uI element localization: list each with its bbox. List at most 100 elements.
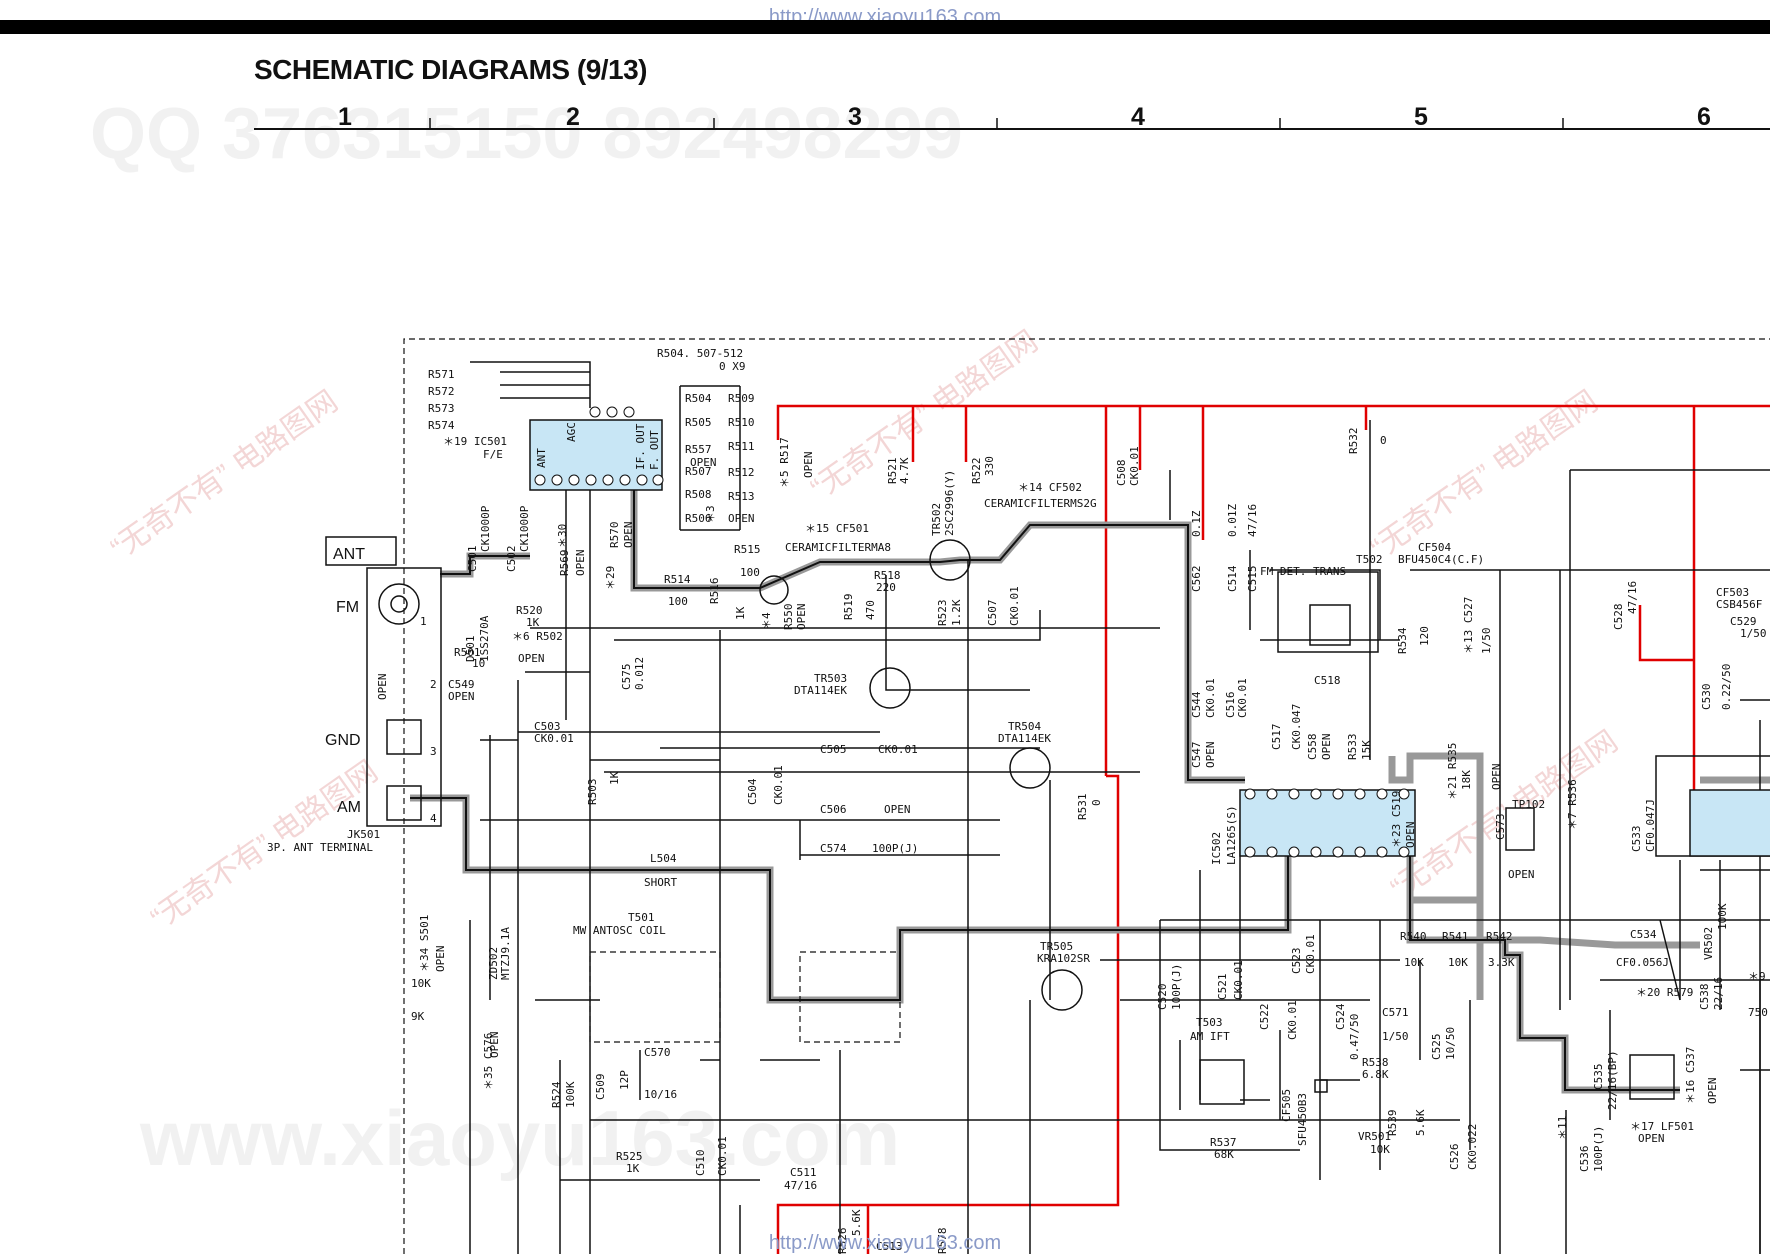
ant-terminal-jk501: ANT FM GND AM 1 2 3 4 OPEN JK501 3P. ANT… [267, 536, 442, 854]
tr502-label: TR502 [930, 503, 943, 536]
c533-value: CF0.047J [1644, 799, 1657, 852]
tr505-label: TR505 [1040, 940, 1073, 953]
c525-value: 10/50 [1444, 1027, 1457, 1060]
r507-label: R507 [685, 465, 712, 478]
l504-label: L504 [650, 852, 677, 865]
r515-label: R515 [734, 543, 761, 556]
t501-label: T501 [628, 911, 655, 924]
r524-label: R524 [550, 1081, 563, 1108]
tr503-label: TR503 [814, 672, 847, 685]
c510-label: C510 [694, 1150, 707, 1177]
pin-2: 2 [430, 678, 437, 691]
r503-value: 1K [608, 771, 621, 785]
c544-value: CK0.01 [1204, 678, 1217, 718]
c521-value: CK0.01 [1232, 960, 1245, 1000]
r504-label: R504 [685, 392, 712, 405]
r524-value: 100K [564, 1081, 577, 1108]
t503-part: AM IFT [1190, 1030, 1230, 1043]
ic501-pin-ifout: IF. OUT [634, 423, 647, 470]
d501-part: 1SS270A [478, 615, 491, 662]
jk501-desc: 3P. ANT TERMINAL [267, 841, 373, 854]
gnd-label: GND [325, 732, 361, 749]
open-s501: OPEN [434, 946, 447, 973]
fm-label: FM [336, 599, 359, 616]
n9-label: ＊9 [1748, 970, 1766, 983]
open-c549: OPEN [448, 690, 475, 703]
c501-label: C501 [466, 546, 479, 573]
c558-label: C558 [1306, 734, 1319, 761]
column-3: 3 [848, 103, 862, 131]
c519-label: ＊23 C519 [1390, 791, 1403, 848]
c502-value: CK1000P [518, 505, 531, 552]
r521-value: 4.7K [898, 457, 911, 484]
tr502-part: 2SC2996(Y) [943, 470, 956, 536]
jk501-label: JK501 [347, 828, 380, 841]
open-tp102: OPEN [1508, 868, 1535, 881]
r502-label: ＊6 R502 [512, 630, 563, 643]
c504-value: CK0.01 [772, 765, 785, 805]
c517-value: CK0.047 [1290, 704, 1303, 750]
watermark-site: www.xiaoyu163.com [139, 1094, 900, 1182]
c514-label: C514 [1226, 565, 1239, 592]
cf502-part: CERAMICFILTERMS2G [984, 497, 1097, 510]
column-5: 5 [1414, 103, 1428, 131]
cf504-label: CF504 [1418, 541, 1451, 554]
watermark-cn-2: “无奇不有” 电路图网 [805, 325, 1044, 506]
pin-1: 1 [420, 615, 427, 628]
zd502-label: ZD502 [487, 947, 500, 980]
open-c558: OPEN [1320, 734, 1333, 761]
open-label: OPEN [376, 674, 389, 701]
c528-label: C528 [1612, 604, 1625, 631]
r522-label: R522 [970, 458, 983, 485]
ic501-ref: ＊19 IC501 [443, 435, 507, 448]
ic502-part: LA1265(S) [1225, 805, 1238, 865]
c575-value: 0.012 [633, 657, 646, 690]
c538-label: C538 [1698, 984, 1711, 1011]
r523-value: 1.2K [950, 599, 963, 626]
c571-value: 1/50 [1382, 1030, 1409, 1043]
c518-label: C518 [1314, 674, 1341, 687]
c516-value: CK0.01 [1236, 678, 1249, 718]
c523-label: C523 [1290, 948, 1303, 975]
r511-label: R511 [728, 440, 755, 453]
c574-value: 100P(J) [872, 842, 918, 855]
cf501-part: CERAMICFILTERMA8 [785, 541, 891, 554]
r504-set-value: 0 X9 [719, 360, 746, 373]
r550-label: R550 [782, 604, 795, 631]
c571-label: C571 [1382, 1006, 1409, 1019]
r515-value: 100 [740, 566, 760, 579]
r512-label: R512 [728, 466, 755, 479]
r533-value: 15K [1360, 740, 1373, 760]
c502-label: C502 [505, 546, 518, 573]
r535-value: 18K [1460, 770, 1473, 790]
r536-label: ＊7 R536 [1566, 779, 1579, 830]
c529-value: 1/50 [1740, 627, 1767, 640]
r516-label: R516 [708, 578, 721, 605]
r518-label: R518 [874, 569, 901, 582]
watermark-cn-3: “无奇不有” 电路图网 [1365, 385, 1604, 566]
r573-label: R573 [428, 402, 455, 415]
c529-label: C529 [1730, 615, 1757, 628]
c513-label: C513 [876, 1240, 903, 1253]
ic501-pin-ant: ANT [535, 448, 548, 468]
t503-label: T503 [1196, 1016, 1223, 1029]
tr505-part: KRA102SR [1037, 952, 1090, 965]
c520-value: 100P(J) [1170, 964, 1183, 1010]
c530-label: C530 [1700, 684, 1713, 711]
c537-label: ＊16 C537 [1684, 1047, 1697, 1104]
r519-label: R519 [842, 594, 855, 621]
r525-label: R525 [616, 1150, 643, 1163]
page-title: SCHEMATIC DIAGRAMS (9/13) [254, 54, 648, 85]
r537-label: R537 [1210, 1136, 1237, 1149]
t502-part: FM DET. TRANS [1260, 565, 1346, 578]
ic-right-partial [1655, 755, 1770, 857]
open-r502: OPEN [518, 652, 545, 665]
open-c573: OPEN [1490, 764, 1503, 791]
r541-value: 10K [1448, 956, 1468, 969]
c535-value: 22/16(BP) [1606, 1050, 1619, 1110]
k750-label: 750 [1748, 1006, 1768, 1019]
cf502-label: ＊14 CF502 [1018, 481, 1082, 494]
r534-value: 120 [1418, 626, 1431, 646]
c501-value: CK1000P [479, 505, 492, 552]
vr502-value: 100K [1716, 903, 1729, 930]
